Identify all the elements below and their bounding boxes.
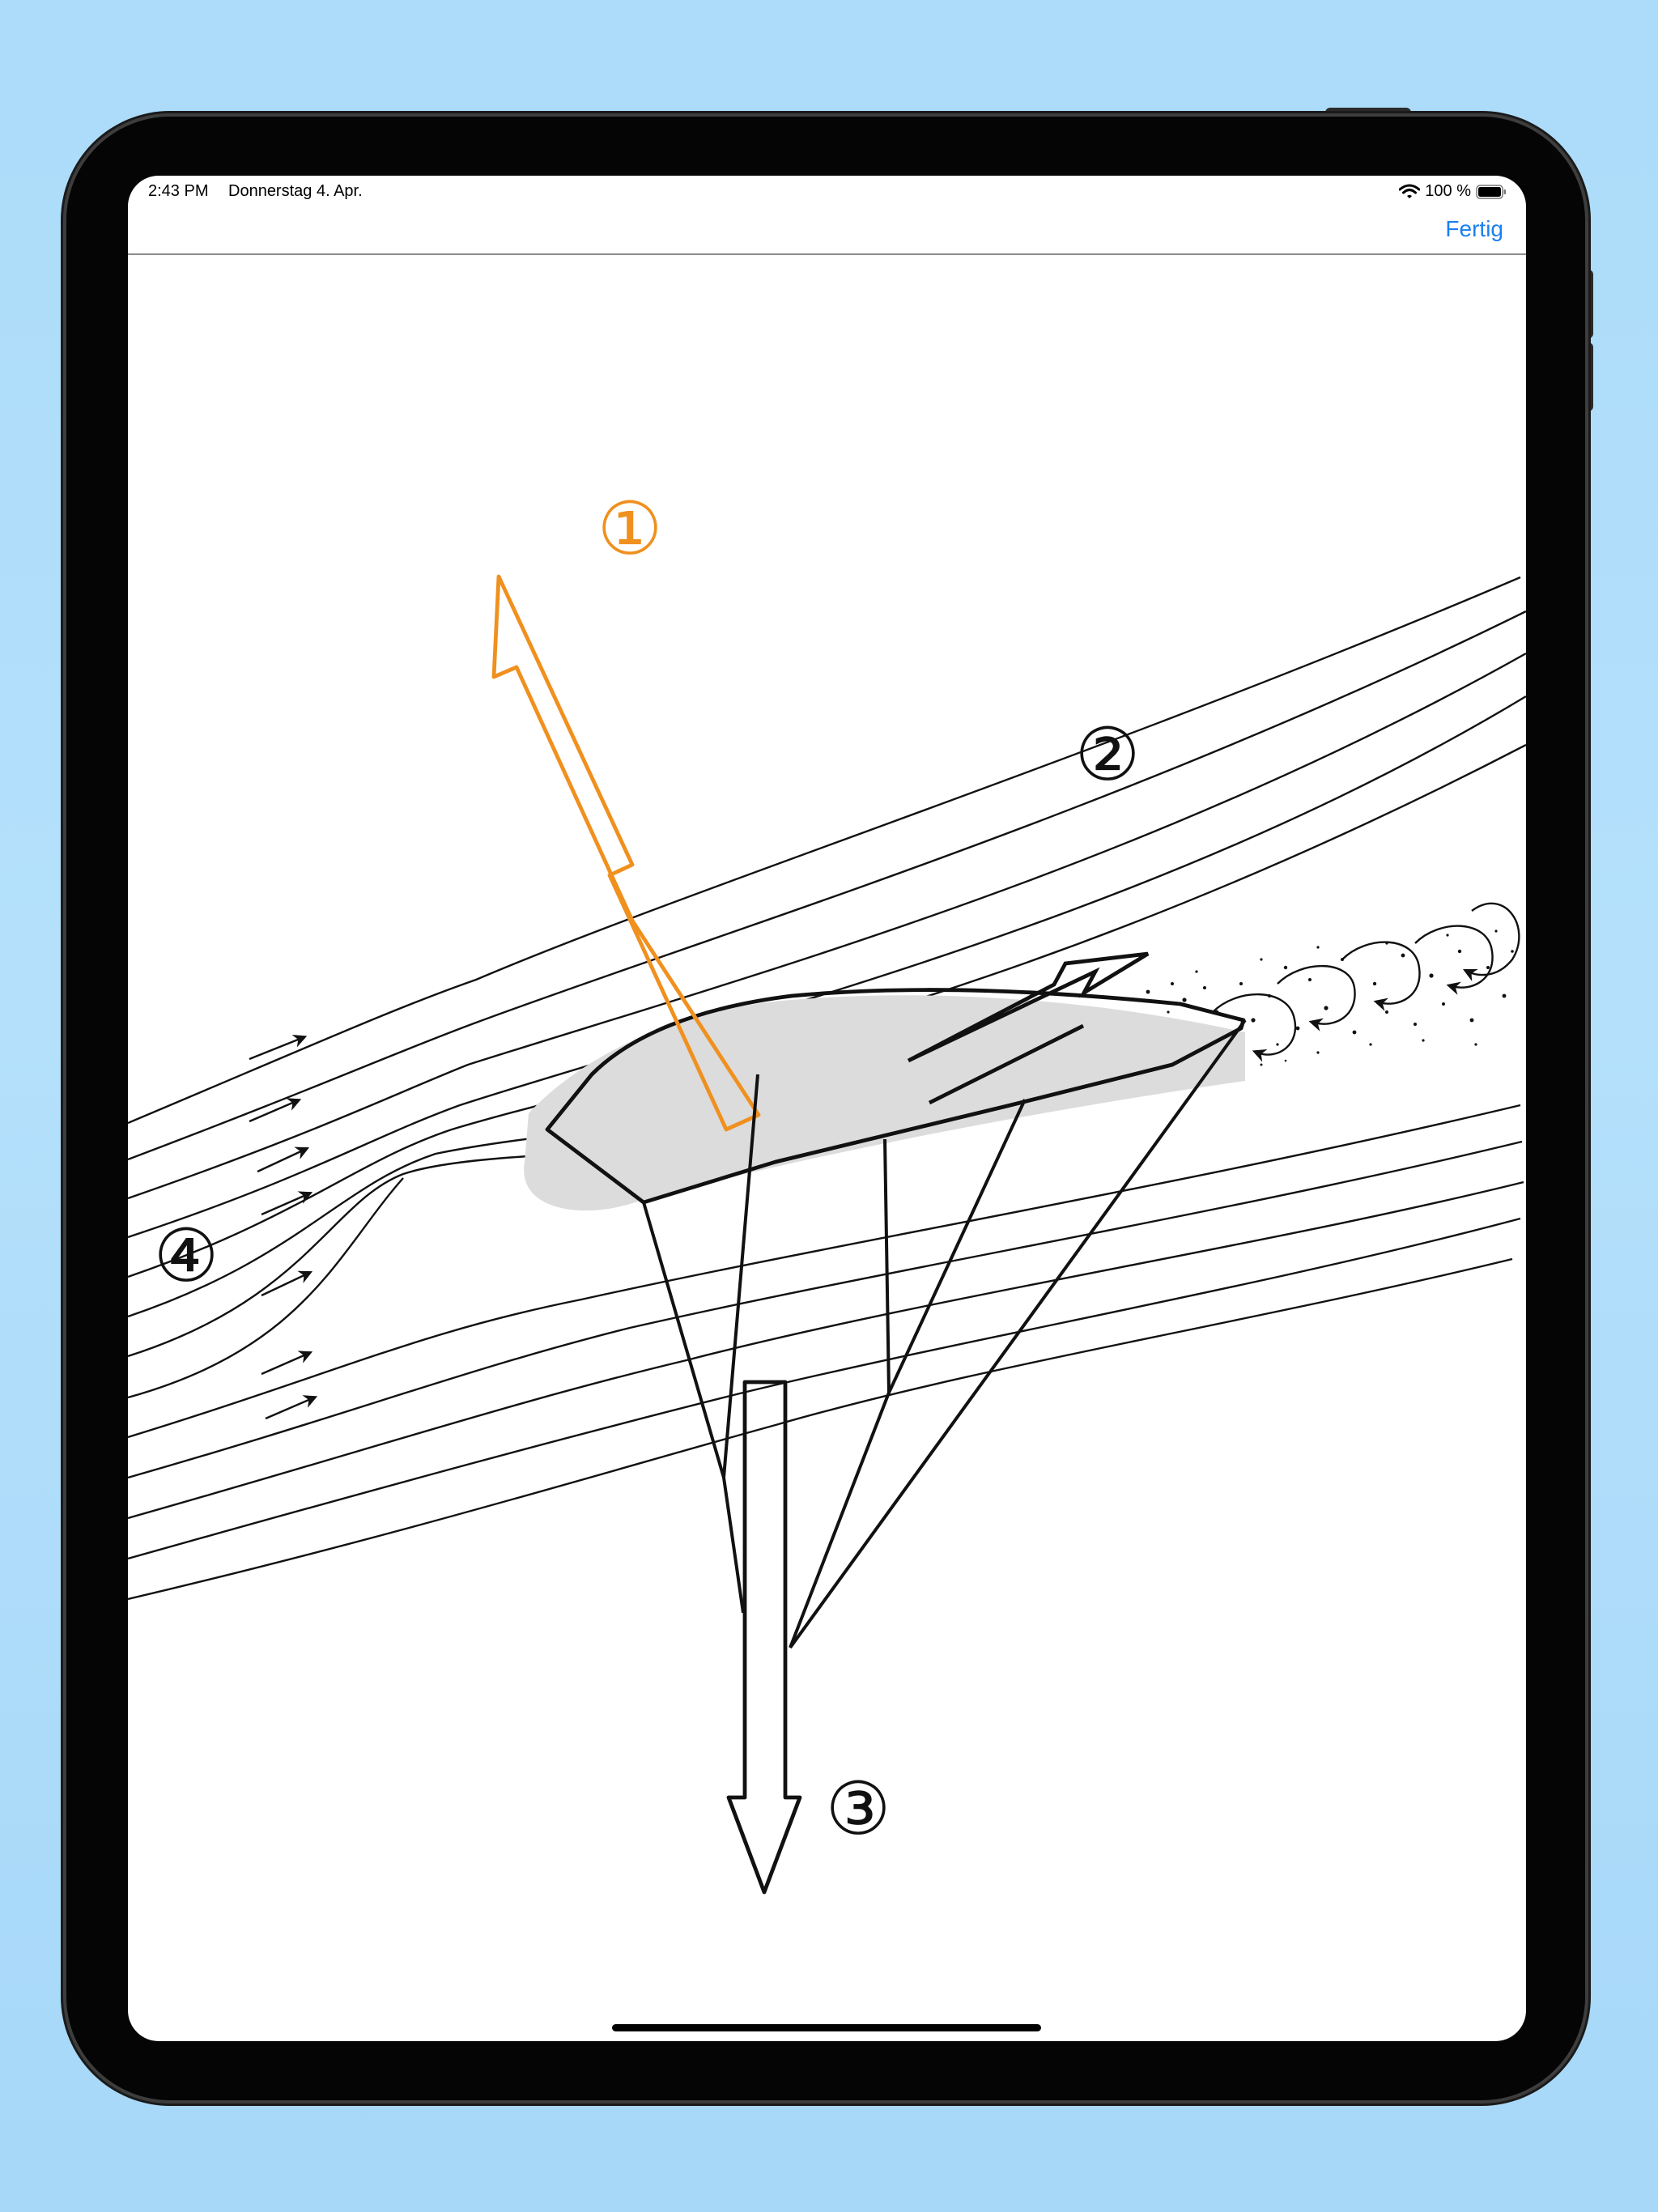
wake-vortices: [1212, 902, 1520, 1062]
label-1: ①: [597, 487, 663, 572]
wifi-icon: [1399, 184, 1421, 198]
status-date: Donnerstag 4. Apr.: [228, 182, 363, 200]
drag-arrow-lower: [928, 1023, 1085, 1105]
upper-streamlines: [128, 576, 1526, 1399]
status-bar: 2:43 PM Donnerstag 4. Apr. 100 %: [128, 176, 1526, 208]
airfoil-diagram: ① ② ③ ④: [128, 487, 1526, 1895]
battery-icon: [1476, 184, 1506, 199]
label-4: ④: [154, 1214, 219, 1299]
status-time: 2:43 PM: [148, 182, 209, 200]
lift-arrow: [491, 574, 761, 1132]
flow-direction-arrows: [249, 1034, 318, 1420]
navigation-bar: Fertig: [128, 208, 1526, 255]
battery-percent: 100 %: [1425, 182, 1471, 200]
label-3: ③: [826, 1767, 891, 1852]
resultant-arrow: [726, 1380, 802, 1895]
screen: 2:43 PM Donnerstag 4. Apr. 100 % Fertig: [128, 176, 1526, 2041]
done-button[interactable]: Fertig: [1445, 216, 1503, 241]
top-button: [1325, 108, 1411, 119]
wing-outline: [545, 988, 1246, 1205]
status-indicators: 100 %: [1399, 182, 1507, 201]
lower-streamlines: [128, 1104, 1524, 1601]
drag-arrow: [907, 951, 1150, 1063]
label-2: ②: [1075, 713, 1141, 798]
force-construction-lines: [642, 1019, 1247, 1649]
home-indicator[interactable]: [612, 2024, 1041, 2031]
wing-shadow: [524, 995, 1245, 1211]
